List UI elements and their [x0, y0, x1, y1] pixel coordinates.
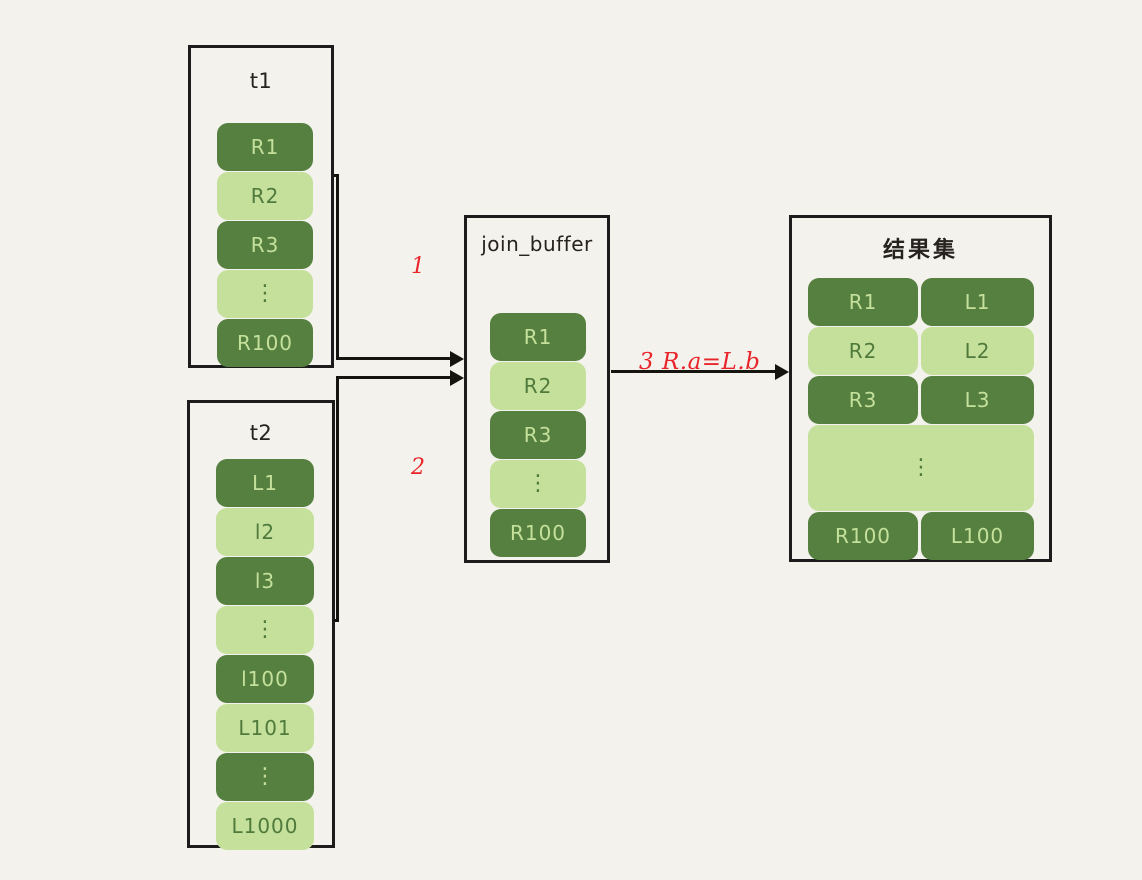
connector-3-label: 3 R.a=L.b — [639, 349, 761, 375]
join-buffer-row-cell: R100 — [490, 509, 586, 557]
join-buffer-box: join_buffer R1 R2 R3 ⋮ R100 — [464, 215, 610, 563]
t2-row-cell-ellipsis: ⋮ — [216, 753, 314, 801]
t1-row-cell-ellipsis: ⋮ — [217, 270, 313, 318]
cell-label: R2 — [848, 339, 878, 363]
connector-2-arrowhead — [450, 370, 464, 386]
t1-row-cell: R1 — [217, 123, 313, 171]
connector-1-horizontal — [336, 357, 452, 360]
cell-label: ⋮ — [254, 281, 276, 307]
table-box-t2: t2 L1 l2 l3 ⋮ l100 L101 ⋮ L1000 — [187, 400, 335, 850]
t2-row-cell: L101 — [216, 704, 314, 752]
join-buffer-row-cell: R3 — [490, 411, 586, 459]
cell-label: R100 — [834, 524, 892, 548]
join-buffer-title: join_buffer — [481, 232, 593, 256]
connector-3-horizontal — [611, 370, 777, 373]
result-row-cell-right: L3 — [921, 376, 1034, 424]
table-box-t1: t1 R1 R2 R3 ⋮ R100 — [188, 45, 334, 368]
t1-row-cell: R3 — [217, 221, 313, 269]
cell-label: ⋮ — [254, 764, 276, 790]
connector-2-horizontal — [336, 376, 452, 379]
result-row-cell-right: L1 — [921, 278, 1034, 326]
cell-label: L1 — [964, 290, 991, 314]
join-buffer-row-cell: R1 — [490, 313, 586, 361]
cell-label: L3 — [964, 388, 991, 412]
t1-row-cell: R2 — [217, 172, 313, 220]
connector-2-label: 2 — [411, 455, 425, 480]
cell-label: R1 — [250, 135, 280, 159]
join-buffer-row-cell-ellipsis: ⋮ — [490, 460, 586, 508]
t2-row-cell: L1000 — [216, 802, 314, 850]
connector-1-label: 1 — [411, 254, 425, 279]
cell-label: R1 — [523, 325, 553, 349]
cell-label: ⋮ — [527, 471, 549, 497]
cell-label: L1000 — [231, 814, 299, 838]
result-row-cell-left: R1 — [808, 278, 918, 326]
cell-label: R1 — [848, 290, 878, 314]
connector-3-arrowhead — [775, 364, 789, 380]
cell-label: R100 — [236, 331, 294, 355]
cell-label: ⋮ — [254, 617, 276, 643]
result-set-box: 结果集 R1 L1 R2 L2 R3 L3 ⋮ R100 L100 — [789, 215, 1052, 562]
cell-label: R2 — [250, 184, 280, 208]
cell-label: L2 — [964, 339, 991, 363]
t2-row-cell-ellipsis: ⋮ — [216, 606, 314, 654]
t2-row-cell: l2 — [216, 508, 314, 556]
connector-2-vertical — [336, 376, 339, 622]
t2-row-cell: l100 — [216, 655, 314, 703]
connector-2-bottom-stub — [334, 619, 339, 622]
table-t2-title: t2 — [249, 421, 273, 445]
t2-row-cell: l3 — [216, 557, 314, 605]
cell-label: R3 — [523, 423, 553, 447]
cell-label: R2 — [523, 374, 553, 398]
connector-1-arrowhead — [450, 351, 464, 367]
cell-label: l3 — [254, 569, 276, 593]
result-row-cell-right: L2 — [921, 327, 1034, 375]
result-row-cell-left: R100 — [808, 512, 918, 560]
join-buffer-row-cell: R2 — [490, 362, 586, 410]
result-row-cell-left: R2 — [808, 327, 918, 375]
result-row-cell-left: R3 — [808, 376, 918, 424]
cell-label: L1 — [252, 471, 278, 495]
cell-label: L101 — [238, 716, 292, 740]
cell-label: l2 — [254, 520, 276, 544]
cell-label: l100 — [241, 667, 289, 691]
connector-1-top-stub — [334, 174, 339, 177]
result-row-cell-right: L100 — [921, 512, 1034, 560]
result-row-cell-ellipsis: ⋮ — [808, 425, 1034, 511]
cell-label: R3 — [848, 388, 878, 412]
cell-label: R100 — [509, 521, 567, 545]
cell-label: ⋮ — [910, 455, 932, 481]
cell-label: R3 — [250, 233, 280, 257]
connector-1-vertical — [336, 174, 339, 360]
table-t1-title: t1 — [249, 69, 273, 93]
t2-row-cell: L1 — [216, 459, 314, 507]
cell-label: L100 — [950, 524, 1005, 548]
result-set-title: 结果集 — [882, 238, 958, 263]
t1-row-cell: R100 — [217, 319, 313, 367]
